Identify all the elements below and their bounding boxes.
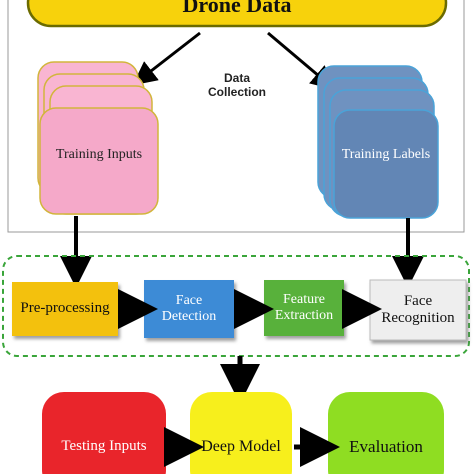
arrow-banner-to-inputs xyxy=(132,31,201,86)
training-labels-front xyxy=(333,109,439,219)
training-labels-stack xyxy=(317,65,439,219)
preprocessing-box xyxy=(12,282,118,336)
caption-line-1: Data xyxy=(223,71,250,86)
data-collection-caption: Data Collection xyxy=(190,66,284,106)
evaluation-box xyxy=(328,392,444,474)
feature-extraction-label: Feature Extraction xyxy=(264,280,344,336)
collection-frame xyxy=(7,0,465,233)
feature-extraction-box xyxy=(264,280,344,336)
training-labels-label: Training Labels xyxy=(341,146,431,162)
training-inputs-front xyxy=(39,107,159,215)
face-recognition-box xyxy=(369,279,467,341)
training-inputs-stack xyxy=(37,61,159,215)
testing-inputs-box xyxy=(42,392,166,474)
evaluation-label: Evaluation xyxy=(349,437,423,457)
deep-model-box xyxy=(190,392,292,474)
arrow-banner-to-labels xyxy=(267,31,336,90)
face-detection-line-2: Detection xyxy=(161,309,217,324)
drone-data-banner xyxy=(26,0,448,28)
face-detection-line-1: Face xyxy=(175,292,203,308)
deep-model-label: Deep Model xyxy=(201,437,281,455)
training-inputs-label: Training Inputs xyxy=(55,146,143,162)
pipeline-container xyxy=(2,255,470,357)
feature-extraction-line-2: Extraction xyxy=(274,308,334,323)
face-recognition-line-2: Recognition xyxy=(381,310,455,326)
feature-extraction-line-1: Feature xyxy=(283,291,325,307)
face-detection-label: Face Detection xyxy=(144,280,234,338)
face-recognition-label: Face Recognition xyxy=(370,280,466,340)
caption-line-2: Collection xyxy=(207,85,266,99)
face-recognition-line-1: Face xyxy=(403,292,433,309)
testing-inputs-label: Testing Inputs xyxy=(61,438,147,455)
preprocessing-label: Pre-processing xyxy=(20,300,110,317)
drone-data-label: Drone Data xyxy=(182,0,292,18)
face-detection-box xyxy=(144,280,234,338)
